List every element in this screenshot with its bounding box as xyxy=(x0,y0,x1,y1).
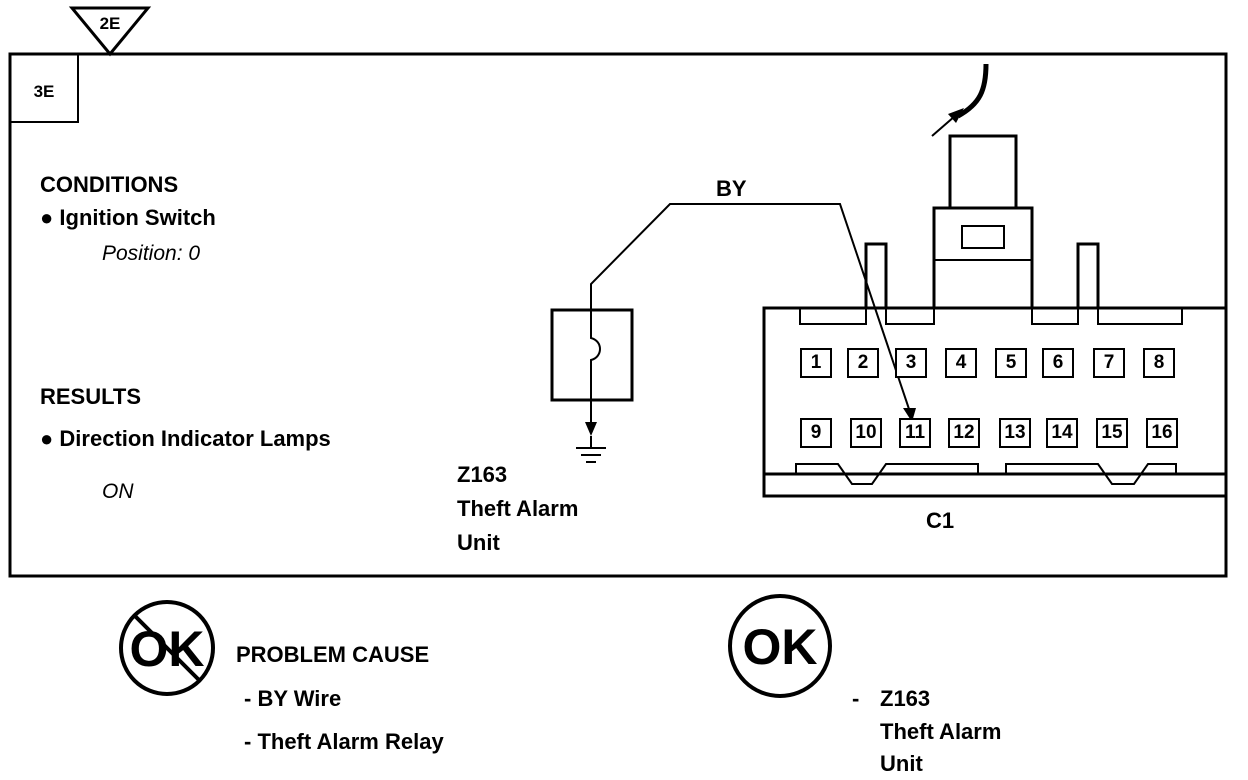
results-value: ON xyxy=(102,480,134,503)
probe-in-arrow-head xyxy=(948,108,964,123)
connector-pin-5: 5 xyxy=(995,348,1027,378)
ok-unit-line1: Theft Alarm xyxy=(880,719,1002,744)
ok-dash: - xyxy=(852,686,860,711)
connector-pin-9: 9 xyxy=(800,418,832,448)
connector-pin-10: 10 xyxy=(850,418,882,448)
results-heading: RESULTS xyxy=(40,384,142,409)
connector-pin-8: 8 xyxy=(1143,348,1175,378)
connector-pin-7: 7 xyxy=(1093,348,1125,378)
wire-label: BY xyxy=(716,176,747,201)
unit-code: Z163 xyxy=(457,462,508,487)
ok-symbol-text: OK xyxy=(743,619,818,675)
connector-pin-1: 1 xyxy=(800,348,832,378)
page-ref-triangle xyxy=(68,6,152,57)
connector-pin-6: 6 xyxy=(1042,348,1074,378)
page-ref-label: 2E xyxy=(100,14,121,33)
fuse-symbol xyxy=(590,310,601,430)
ground-icon xyxy=(576,447,606,463)
connector-pin-14: 14 xyxy=(1046,418,1078,448)
bullet-icon: ● xyxy=(40,426,60,451)
connector-pin-4: 4 xyxy=(945,348,977,378)
conditions-value: Position: 0 xyxy=(102,242,201,265)
connector-pin-2: 2 xyxy=(847,348,879,378)
step-id-label: 3E xyxy=(34,82,55,101)
conditions-heading: CONDITIONS xyxy=(40,172,179,197)
ok-circle xyxy=(728,594,832,698)
connector-pin-3: 3 xyxy=(895,348,927,378)
unit-name-line1: Theft Alarm xyxy=(457,496,579,521)
bullet-icon: ● xyxy=(40,205,60,230)
by-wire xyxy=(590,203,911,413)
ok-unit-line2: Unit xyxy=(880,751,923,776)
connector-pin-16: 16 xyxy=(1146,418,1178,448)
problem-cause-1: - BY Wire xyxy=(244,686,342,711)
unit-name-line2: Unit xyxy=(457,530,500,555)
connector-pin-11: 11 xyxy=(899,418,931,448)
connector-c1 xyxy=(762,134,1228,498)
not-ok-symbol-text: OK xyxy=(130,621,205,677)
conditions-item: ● Ignition Switch xyxy=(40,205,216,231)
connector-label: C1 xyxy=(926,508,955,533)
step-box xyxy=(9,53,79,123)
problem-cause-heading: PROBLEM CAUSE xyxy=(236,642,430,667)
connector-pin-15: 15 xyxy=(1096,418,1128,448)
results-item-label: Direction Indicator Lamps xyxy=(59,426,331,451)
probe-in-arrow-shaft xyxy=(931,115,956,137)
main-frame xyxy=(8,52,1228,578)
ground-arrow xyxy=(585,422,597,436)
not-ok-circle xyxy=(119,600,215,696)
conditions-item-label: Ignition Switch xyxy=(59,205,216,230)
connector-pin-12: 12 xyxy=(948,418,980,448)
problem-cause-2: - Theft Alarm Relay xyxy=(244,729,444,754)
ok-unit-code: Z163 xyxy=(880,686,931,711)
harness-cable xyxy=(956,63,989,119)
results-item: ● Direction Indicator Lamps xyxy=(40,426,331,452)
connector-pin-13: 13 xyxy=(999,418,1031,448)
not-ok-slash xyxy=(132,613,202,683)
